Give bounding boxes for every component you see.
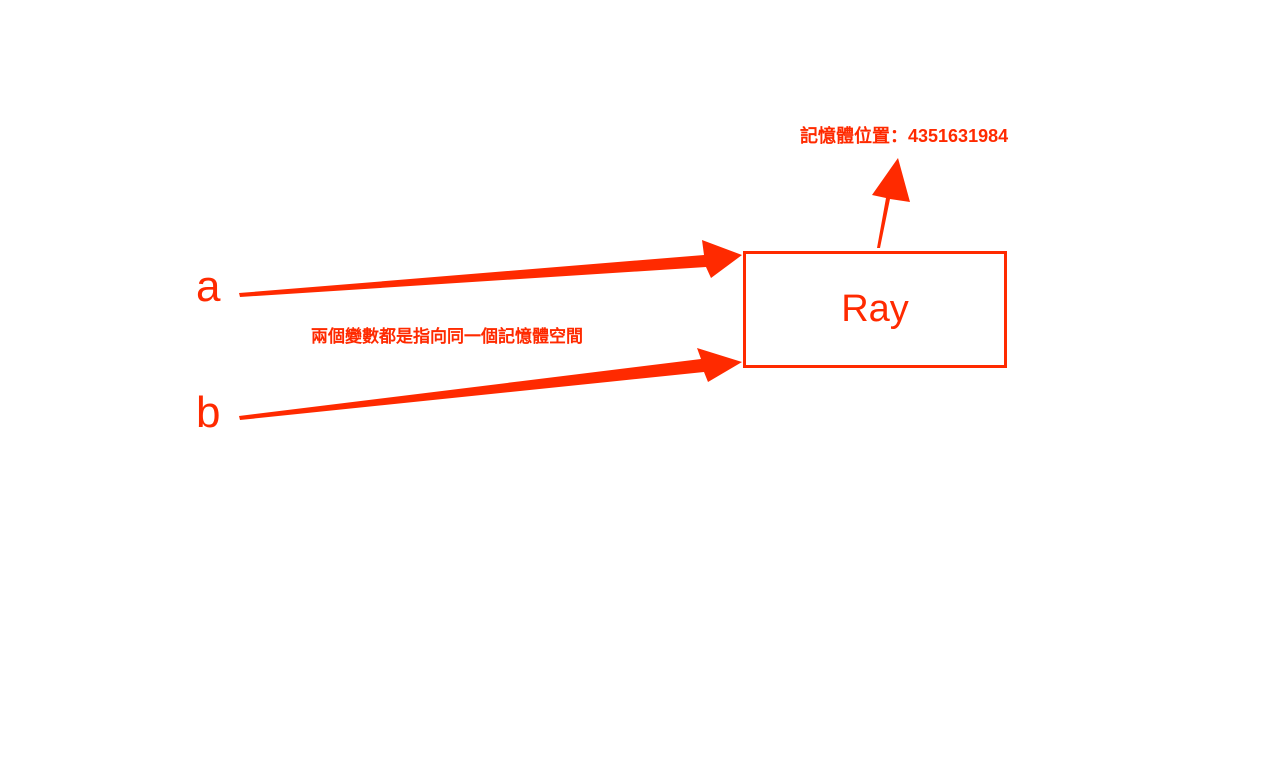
note-text: 兩個變數都是指向同一個記憶體空間 — [311, 327, 583, 346]
arrow-b-to-object — [239, 348, 742, 420]
object-box: Ray — [743, 251, 1007, 368]
memory-address-label: 記憶體位置：4351631984 — [800, 126, 1009, 146]
variable-a-label: a — [196, 262, 221, 311]
object-value: Ray — [841, 288, 909, 330]
variable-b-label: b — [196, 388, 221, 437]
arrow-a-to-object — [239, 240, 742, 297]
arrow-object-to-address — [872, 158, 910, 248]
